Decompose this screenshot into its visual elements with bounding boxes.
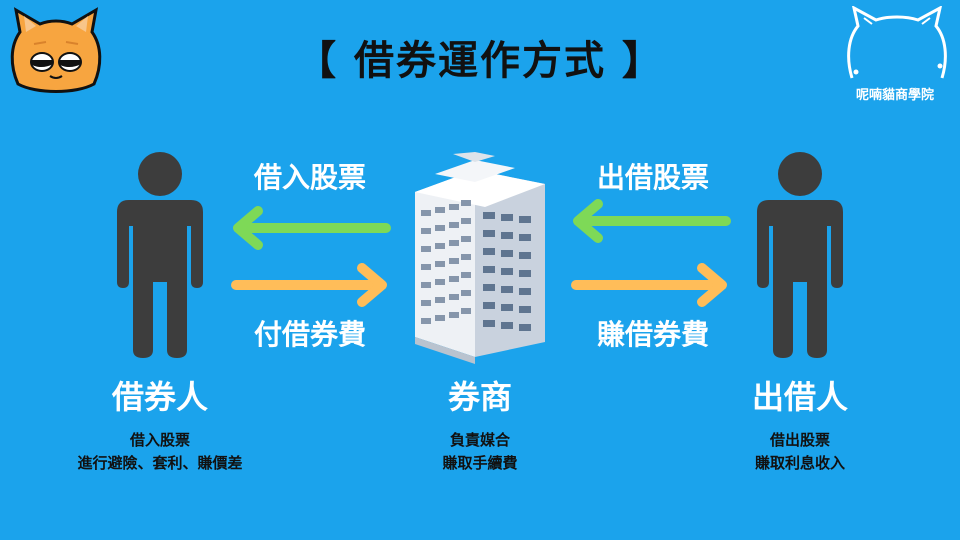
earn-fee-arrow (571, 263, 727, 307)
broker-desc-line: 負責媒合 (449, 431, 510, 449)
lender-description: 借出股票 賺取利息收入 (670, 429, 930, 475)
broker-desc-line: 賺取手續費 (442, 454, 518, 472)
borrow-stock-label: 借入股票 (253, 161, 366, 194)
lend-stock-label: 出借股票 (596, 161, 709, 194)
brand-name: 呢喃貓商學院 (855, 88, 934, 103)
pay-fee-label: 付借券費 (253, 318, 366, 351)
broker-label: 券商 (447, 378, 512, 416)
lender-label: 出借人 (751, 378, 848, 416)
earn-fee-label: 賺借券費 (596, 318, 709, 351)
page-title: 【 借券運作方式 】 (296, 38, 664, 84)
borrow-stock-arrow (233, 206, 391, 250)
cat-logo-icon (847, 6, 947, 79)
borrower-desc-line: 進行避險、套利、賺價差 (77, 454, 243, 472)
lender-desc-line: 借出股票 (769, 431, 830, 449)
borrower-label: 借券人 (111, 378, 208, 416)
lender-person-icon (757, 152, 843, 358)
lender-desc-line: 賺取利息收入 (754, 454, 845, 472)
borrower-person-icon (117, 152, 203, 358)
broker-building-icon (415, 152, 545, 364)
borrower-desc-line: 借入股票 (129, 431, 190, 449)
broker-description: 負責媒合 賺取手續費 (350, 429, 610, 475)
borrower-description: 借入股票 進行避險、套利、賺價差 (30, 429, 290, 475)
lend-stock-arrow (573, 199, 731, 243)
pay-fee-arrow (231, 263, 387, 307)
cat-mascot-icon (10, 7, 102, 93)
